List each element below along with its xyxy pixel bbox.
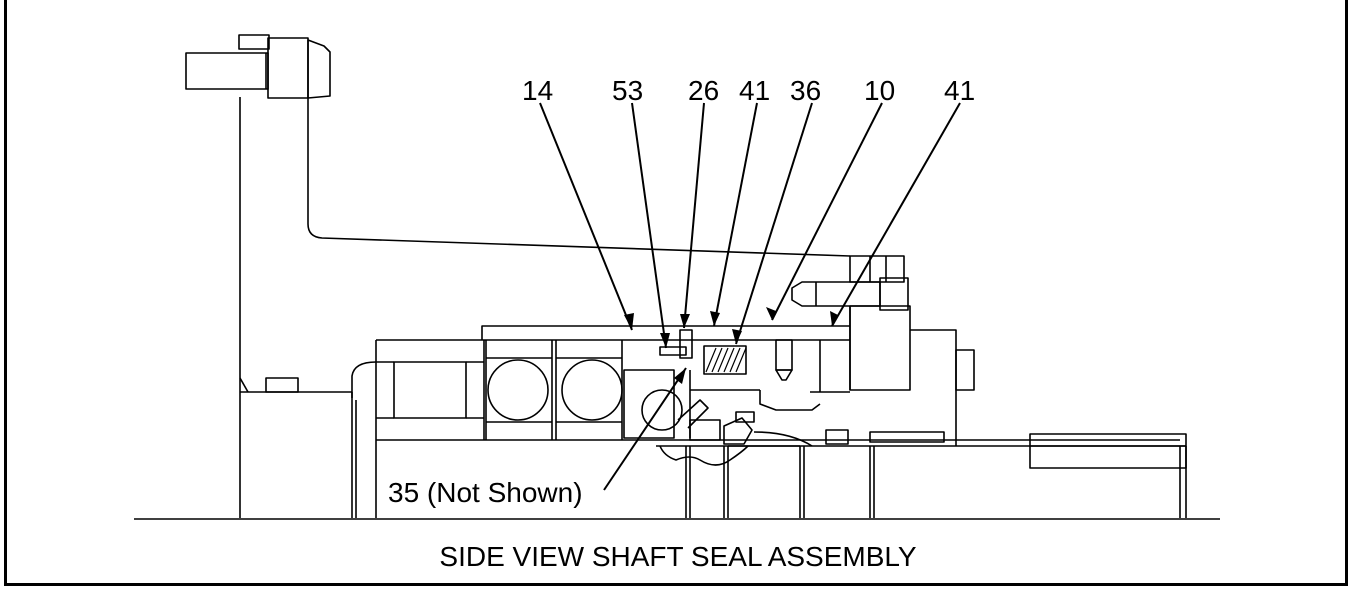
- seal-components: [623, 329, 945, 447]
- ball-bearings: [485, 340, 623, 440]
- callout-36: 36: [790, 75, 821, 106]
- leader-lines: [539, 102, 961, 491]
- spring-hatch: [705, 347, 747, 373]
- callout-35-not-shown: 35 (Not Shown): [388, 477, 583, 508]
- callout-41-a: 41: [739, 75, 770, 106]
- callout-41-b: 41: [944, 75, 975, 106]
- seal-housing: [351, 325, 1180, 518]
- diagram-title: SIDE VIEW SHAFT SEAL ASSEMBLY: [439, 541, 917, 572]
- section-breakout: [659, 445, 749, 518]
- roller-bearing: [376, 340, 485, 440]
- callout-10: 10: [864, 75, 895, 106]
- callout-53: 53: [612, 75, 643, 106]
- top-bolt: [185, 34, 331, 99]
- mounting-bracket: [239, 97, 851, 518]
- right-bolt: [791, 255, 975, 446]
- diagram-frame: [4, 0, 1348, 586]
- callout-14: 14: [522, 75, 553, 106]
- shaft: [656, 433, 1187, 518]
- callout-26: 26: [688, 75, 719, 106]
- leader-arrowheads: [624, 307, 838, 384]
